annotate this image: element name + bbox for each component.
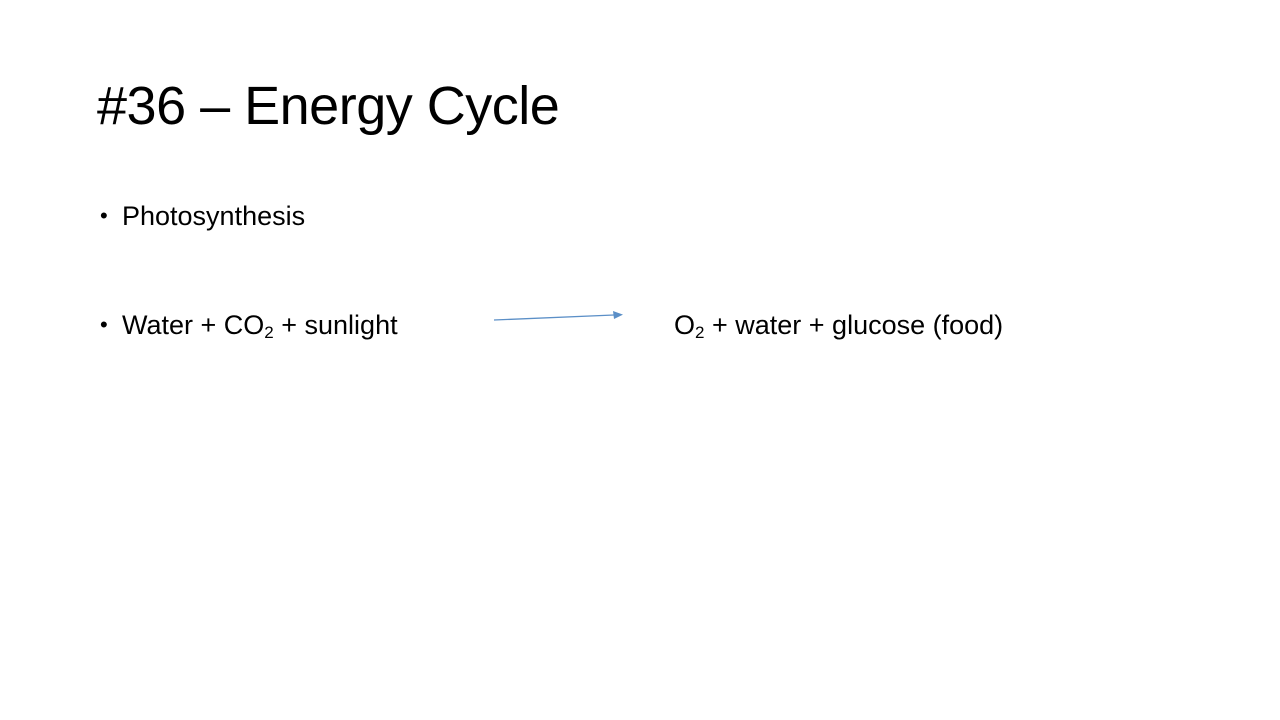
reactant-text-1: Water + CO (122, 310, 265, 340)
product-text-1: O (674, 310, 696, 340)
product-text-2: + water + glucose (food) (704, 310, 1004, 340)
equation-products: O2 + water + glucose (food) (674, 308, 1003, 342)
bullet-text: Photosynthesis (122, 201, 306, 231)
bullet-marker: • (100, 203, 108, 228)
slide-title: #36 – Energy Cycle (97, 76, 560, 136)
bullet-marker: • (100, 312, 108, 337)
equation-reactants: Water + CO2 + sunlight (122, 308, 398, 342)
reactant-text-2: + sunlight (273, 310, 398, 340)
arrow-right-icon (493, 311, 623, 321)
reactant-subscript: 2 (264, 323, 274, 342)
product-subscript: 2 (695, 323, 705, 342)
